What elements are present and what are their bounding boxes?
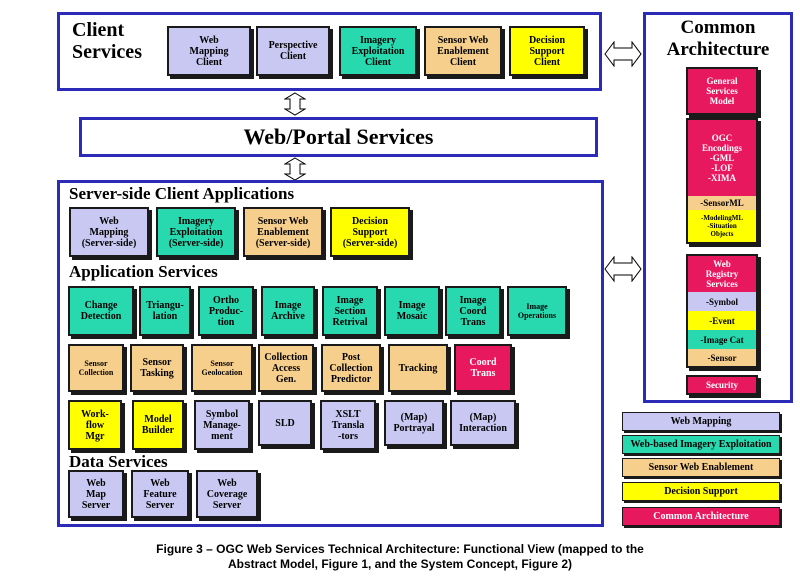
symbol-management-box: Symbol Manage- ment: [194, 400, 250, 450]
decision-support-client-box: Decision Support Client: [509, 26, 585, 76]
registry-event-label: -Event: [688, 311, 756, 330]
figure-caption-line2: Abstract Model, Figure 1, and the System…: [227, 557, 573, 571]
image-operations-box: Image Operations: [507, 286, 567, 336]
image-coord-trans-box: Image Coord Trans: [445, 286, 501, 336]
sensor-collection-box: Sensor Collection: [68, 344, 124, 392]
common-architecture-title: Common Architecture: [666, 17, 770, 60]
sensorml-label: -SensorML: [688, 196, 756, 210]
imagery-exploitation-client-box: Imagery Exploitation Client: [339, 26, 417, 76]
legend-imagery-exploitation: Web-based Imagery Exploitation: [622, 435, 780, 454]
client-common-arrow: [604, 41, 642, 67]
post-collection-predictor-box: Post Collection Predictor: [321, 344, 381, 392]
map-interaction-box: (Map) Interaction: [450, 400, 516, 446]
sensorml-sub-label: -ModelingML -Situation Objects: [688, 210, 756, 242]
portal-services-title: Web/Portal Services: [243, 124, 434, 149]
workflow-mgr-box: Work- flow Mgr: [68, 400, 122, 450]
image-section-retrival-box: Image Section Retrival: [322, 286, 378, 336]
sensor-tasking-box: Sensor Tasking: [130, 344, 184, 392]
web-registry-label: Web Registry Services: [688, 256, 756, 292]
ortho-production-box: Ortho Produc- tion: [198, 286, 254, 336]
model-builder-box: Model Builder: [132, 400, 184, 450]
ogc-encodings-stack: OGC Encodings -GML -LOF -XIMA -SensorML …: [686, 118, 758, 244]
change-detection-box: Change Detection: [68, 286, 134, 336]
legend-web-mapping: Web Mapping: [622, 412, 780, 431]
xslt-translators-box: XSLT Transla -tors: [320, 400, 376, 450]
ogc-encodings-label: OGC Encodings -GML -LOF -XIMA: [688, 120, 756, 196]
application-services-title: Application Services: [69, 262, 218, 281]
web-mapping-client-box: Web Mapping Client: [167, 26, 251, 76]
data-services-title: Data Services: [69, 452, 168, 471]
sensor-web-enablement-client-box: Sensor Web Enablement Client: [424, 26, 502, 76]
perspective-client-box: Perspective Client: [256, 26, 330, 76]
triangulation-box: Triangu- lation: [139, 286, 191, 336]
collection-access-gen-box: Collection Access Gen.: [258, 344, 314, 392]
image-mosaic-box: Image Mosaic: [384, 286, 440, 336]
web-registry-stack: Web Registry Services -Symbol -Event -Im…: [686, 254, 758, 368]
sensor-web-enablement-server-side-box: Sensor Web Enablement (Server-side): [243, 207, 323, 257]
sld-box: SLD: [258, 400, 312, 446]
figure-caption-line1: Figure 3 – OGC Web Services Technical Ar…: [156, 542, 644, 556]
client-services-title: Client Services: [72, 19, 142, 63]
portal-services-panel: Web/Portal Services: [79, 117, 598, 157]
security-box: Security: [686, 375, 758, 395]
decision-support-server-side-box: Decision Support (Server-side): [330, 207, 410, 257]
image-archive-box: Image Archive: [261, 286, 315, 336]
legend-common-architecture: Common Architecture: [622, 507, 780, 526]
web-map-server-box: Web Map Server: [68, 470, 124, 518]
server-common-arrow: [604, 256, 642, 282]
sensor-geolocation-box: Sensor Geolocation: [191, 344, 253, 392]
client-portal-arrow: [284, 92, 306, 116]
ssca-title: Server-side Client Applications: [69, 184, 295, 203]
coord-trans-box: Coord Trans: [454, 344, 512, 392]
registry-symbol-label: -Symbol: [688, 292, 756, 311]
web-coverage-server-box: Web Coverage Server: [196, 470, 258, 518]
registry-sensor-label: -Sensor: [688, 349, 756, 366]
legend-decision-support: Decision Support: [622, 482, 780, 501]
registry-imagecat-label: -Image Cat: [688, 330, 756, 349]
web-mapping-server-side-box: Web Mapping (Server-side): [69, 207, 149, 257]
map-portrayal-box: (Map) Portrayal: [384, 400, 444, 446]
general-services-model-box: General Services Model: [686, 67, 758, 115]
portal-server-arrow: [284, 157, 306, 181]
tracking-box: Tracking: [388, 344, 448, 392]
imagery-exploitation-server-side-box: Imagery Exploitation (Server-side): [156, 207, 236, 257]
web-feature-server-box: Web Feature Server: [131, 470, 189, 518]
legend-sensor-web-enablement: Sensor Web Enablement: [622, 458, 780, 477]
